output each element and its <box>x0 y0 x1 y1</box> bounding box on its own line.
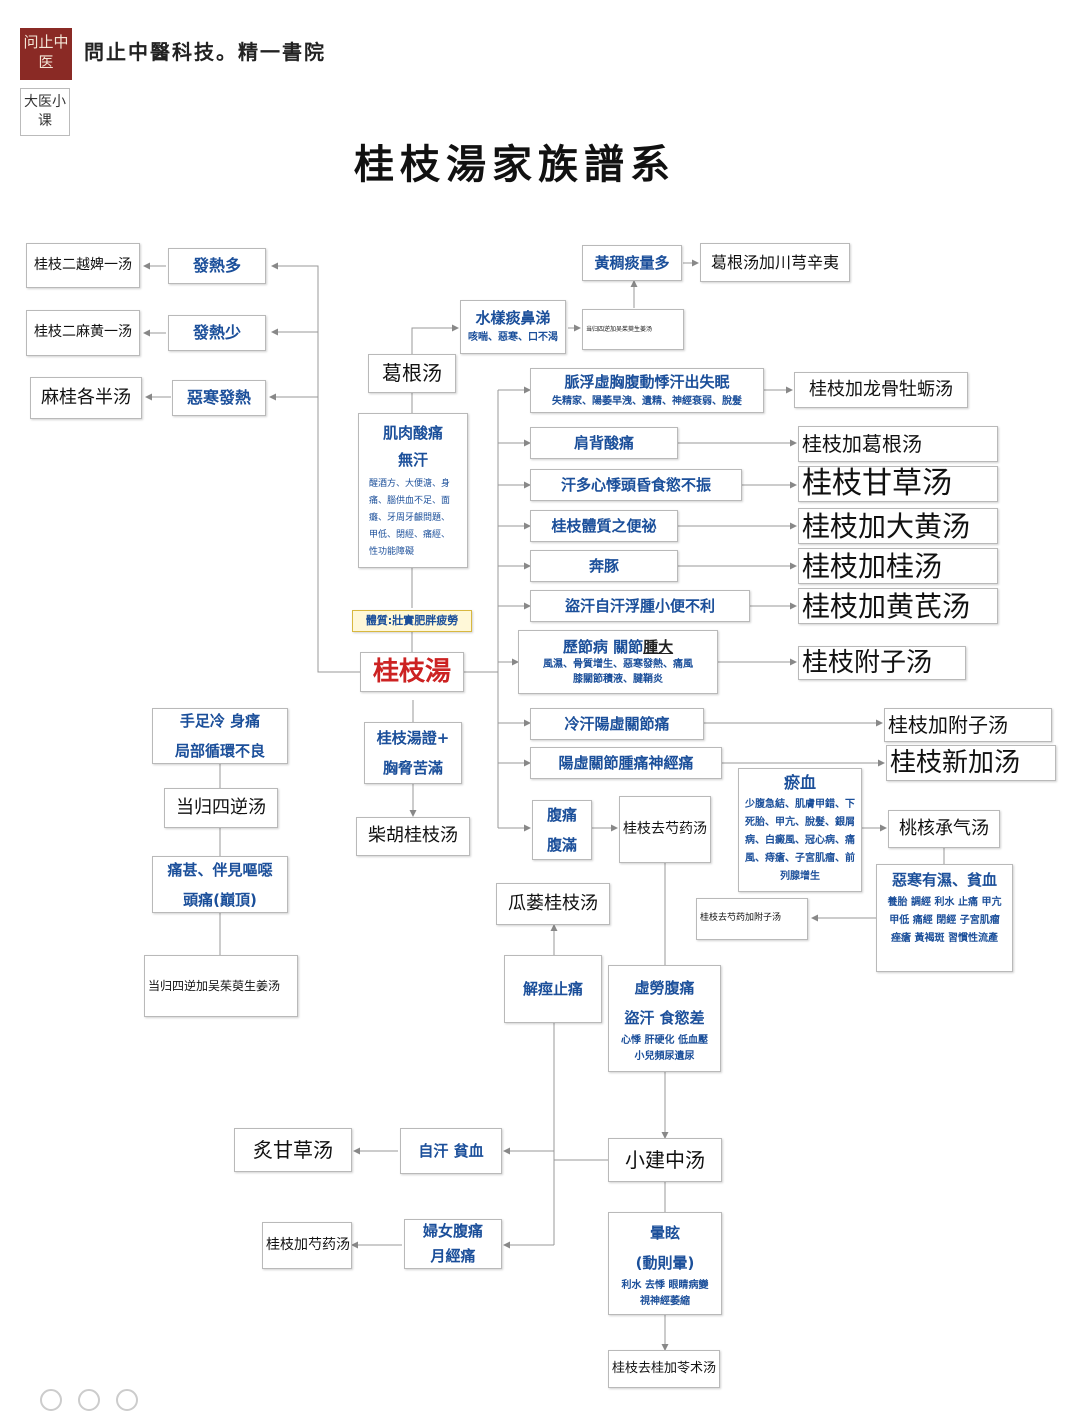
logo-text: 大医小课 <box>24 94 66 129</box>
formula-node: 桂枝加附子汤 <box>884 708 1052 742</box>
symptom-title: 胸脅苦滿 <box>382 759 443 777</box>
symptom-title: 脈浮虛胸腹動悸汗出失眠 <box>564 372 730 391</box>
symptom-title: 虛勞腹痛 <box>634 978 695 997</box>
symptom-node: 腹痛 腹滿 <box>532 800 592 860</box>
symptom-node: 脈浮虛胸腹動悸汗出失眠 失精家、陽萎早洩、遺精、神經衰弱、脫髮 <box>530 368 764 413</box>
symptom-node: 歷節病 關節腫大 風濕、骨質增生、惡寒發熱、痛風 膝關節積液、腱鞘炎 <box>518 630 718 694</box>
formula-node: 桂枝新加汤 <box>886 745 1056 781</box>
symptom-detail: 醒酒方、大便溏、身痛、腦供血不足、面癱、牙周牙齦問題、甲低、閉經、痛經、性功能障… <box>369 478 451 557</box>
symptom-node: 發熱少 <box>168 315 266 351</box>
formula-node: 麻桂各半汤 <box>30 377 142 419</box>
symptom-title: 腹滿 <box>546 836 577 854</box>
symptom-detail: 咳喘、惡寒、口不渴 <box>468 332 558 344</box>
symptom-title-text: 歷節病 關節 <box>562 637 644 656</box>
symptom-node: 手足冷 身痛 局部循環不良 <box>152 708 288 764</box>
symptom-node: 虛勞腹痛 盜汗 食慾差 心悸 肝硬化 低血壓 小兒頻尿遺尿 <box>608 965 721 1072</box>
symptom-node: 盜汗自汗浮腫小便不利 <box>530 590 750 622</box>
symptom-node: 桂枝體質之便祕 <box>530 510 678 542</box>
formula-node: 桂枝二越婢一汤 <box>26 243 140 288</box>
symptom-title: 痛甚、伴見嘔噁 <box>167 860 273 879</box>
symptom-node: 肩背酸痛 <box>530 427 678 459</box>
symptom-title: (動則暈) <box>635 1253 695 1272</box>
formula-node: 当归四逆汤 <box>164 788 278 828</box>
symptom-node: 暈眩 (動則暈) 利水 去悸 眼睛病變 視神經萎縮 <box>608 1212 722 1315</box>
symptom-node: 瘀血 少腹急結、肌膚甲錯、下死胎、甲亢、脫髮、銀屑病、白癜風、冠心病、痛風、痔瘡… <box>738 768 862 892</box>
symptom-node: 冷汗陽虛關節痛 <box>530 708 704 740</box>
formula-node: 柴胡桂枝汤 <box>356 817 470 856</box>
symptom-title: 瘀血 <box>783 773 816 792</box>
formula-node: 当归四逆加吴茱萸生姜汤 <box>582 309 684 350</box>
symptom-title: 惡寒有濕、貧血 <box>891 871 997 889</box>
symptom-detail: 利水 去悸 眼睛病變 視神經萎縮 <box>621 1279 709 1307</box>
symptom-node: 發熱多 <box>168 248 266 284</box>
symptom-title: 肌肉酸痛 <box>382 424 443 442</box>
page-title: 桂枝湯家族譜系 <box>354 141 676 188</box>
formula-node: 瓜蒌桂枝汤 <box>496 883 610 925</box>
symptom-node: 惡寒有濕、貧血 養胎 調經 利水 止痛 甲亢 甲低 痛經 閉經 子宮肌瘤 痤瘡 … <box>876 864 1013 972</box>
symptom-title: 局部循環不良 <box>174 742 265 760</box>
symptom-title: 盜汗 食慾差 <box>624 1008 705 1027</box>
symptom-node: 自汗 貧血 <box>400 1128 502 1174</box>
symptom-title: 桂枝湯證+ <box>376 729 450 747</box>
formula-node: 桂枝加大黄汤 <box>798 508 998 544</box>
symptom-node: 婦女腹痛 月經痛 <box>404 1219 502 1269</box>
formula-node: 桂枝加龙骨牡蛎汤 <box>794 372 968 408</box>
formula-node: 桂枝加葛根汤 <box>798 426 998 462</box>
formula-node: 桂枝甘草汤 <box>798 466 998 502</box>
symptom-title: 水樣痰鼻涕 <box>475 309 551 328</box>
formula-node: 桂枝二麻黄一汤 <box>26 310 140 356</box>
symptom-title-emphasis: 腫大 <box>643 637 674 656</box>
logo-text: 问止中医 <box>23 33 69 71</box>
formula-node: 桂枝附子汤 <box>798 646 966 680</box>
symptom-title: 月經痛 <box>430 1247 476 1265</box>
symptom-detail: 失精家、陽萎早洩、遺精、神經衰弱、脫髮 <box>552 395 742 407</box>
symptom-node: 黃稠痰量多 <box>582 245 682 281</box>
symptom-node: 惡寒發熱 <box>172 380 266 416</box>
symptom-node: 痛甚、伴見嘔噁 頭痛(巔頂) <box>152 856 288 913</box>
symptom-title: 暈眩 <box>649 1223 680 1242</box>
wenzhi-logo: 问止中医 <box>20 28 72 80</box>
formula-node: 桂枝去芍药汤 <box>619 796 711 863</box>
symptom-title: 無汗 <box>397 450 428 469</box>
symptom-node: 陽虛關節腫痛神經痛 <box>530 747 722 779</box>
brand-name: 問止中醫科技。精一書院 <box>84 40 326 64</box>
formula-node: 桂枝去桂加苓术汤 <box>608 1350 720 1388</box>
formula-node: 炙甘草汤 <box>234 1128 352 1172</box>
formula-node: 小建中汤 <box>608 1138 722 1182</box>
formula-node: 桂枝加黄芪汤 <box>798 588 998 624</box>
formula-node: 桂枝加桂汤 <box>798 548 998 584</box>
symptom-detail: 膝關節積液、腱鞘炎 <box>573 673 663 685</box>
symptom-title: 腹痛 <box>546 806 577 824</box>
symptom-node: 奔豚 <box>530 550 678 582</box>
symptom-detail: 養胎 調經 利水 止痛 甲亢 甲低 痛經 閉經 子宮肌瘤 痤瘡 黃褐斑 習慣性流… <box>887 896 1002 944</box>
formula-node: 葛根汤 <box>368 354 456 393</box>
symptom-node: 解痙止痛 <box>504 955 602 1023</box>
formula-node: 桂枝去芍药加附子汤 <box>696 898 808 940</box>
formula-node: 桃核承气汤 <box>888 810 1000 848</box>
symptom-detail: 心悸 肝硬化 低血壓 小兒頻尿遺尿 <box>621 1034 708 1062</box>
core-formula: 桂枝湯 <box>360 652 464 692</box>
symptom-node: 汗多心悸頭昏食慾不振 <box>530 469 742 501</box>
formula-node: 葛根汤加川芎辛夷 <box>700 243 850 282</box>
symptom-title: 婦女腹痛 <box>422 1222 483 1240</box>
symptom-node: 肌肉酸痛 無汗 醒酒方、大便溏、身痛、腦供血不足、面癱、牙周牙齦問題、甲低、閉經… <box>358 413 468 568</box>
formula-node: 当归四逆加吴茱萸生姜汤 <box>144 955 298 1017</box>
footer-decoration <box>40 1389 154 1415</box>
symptom-title: 手足冷 身痛 <box>179 712 261 730</box>
symptom-detail: 風濕、骨質增生、惡寒發熱、痛風 <box>543 659 693 671</box>
dayi-logo: 大医小课 <box>20 88 70 136</box>
symptom-title: 歷節病 關節腫大 <box>563 638 673 657</box>
symptom-title: 頭痛(巔頂) <box>183 890 257 909</box>
symptom-node: 桂枝湯證+ 胸脅苦滿 <box>364 722 462 784</box>
formula-node: 桂枝加芍药汤 <box>262 1222 352 1269</box>
symptom-detail: 少腹急結、肌膚甲錯、下死胎、甲亢、脫髮、銀屑病、白癜風、冠心病、痛風、痔瘡、子宮… <box>745 799 855 882</box>
symptom-node: 水樣痰鼻涕 咳喘、惡寒、口不渴 <box>460 300 566 354</box>
constitution-label: 體質:壯實肥胖疲勞 <box>352 610 472 632</box>
